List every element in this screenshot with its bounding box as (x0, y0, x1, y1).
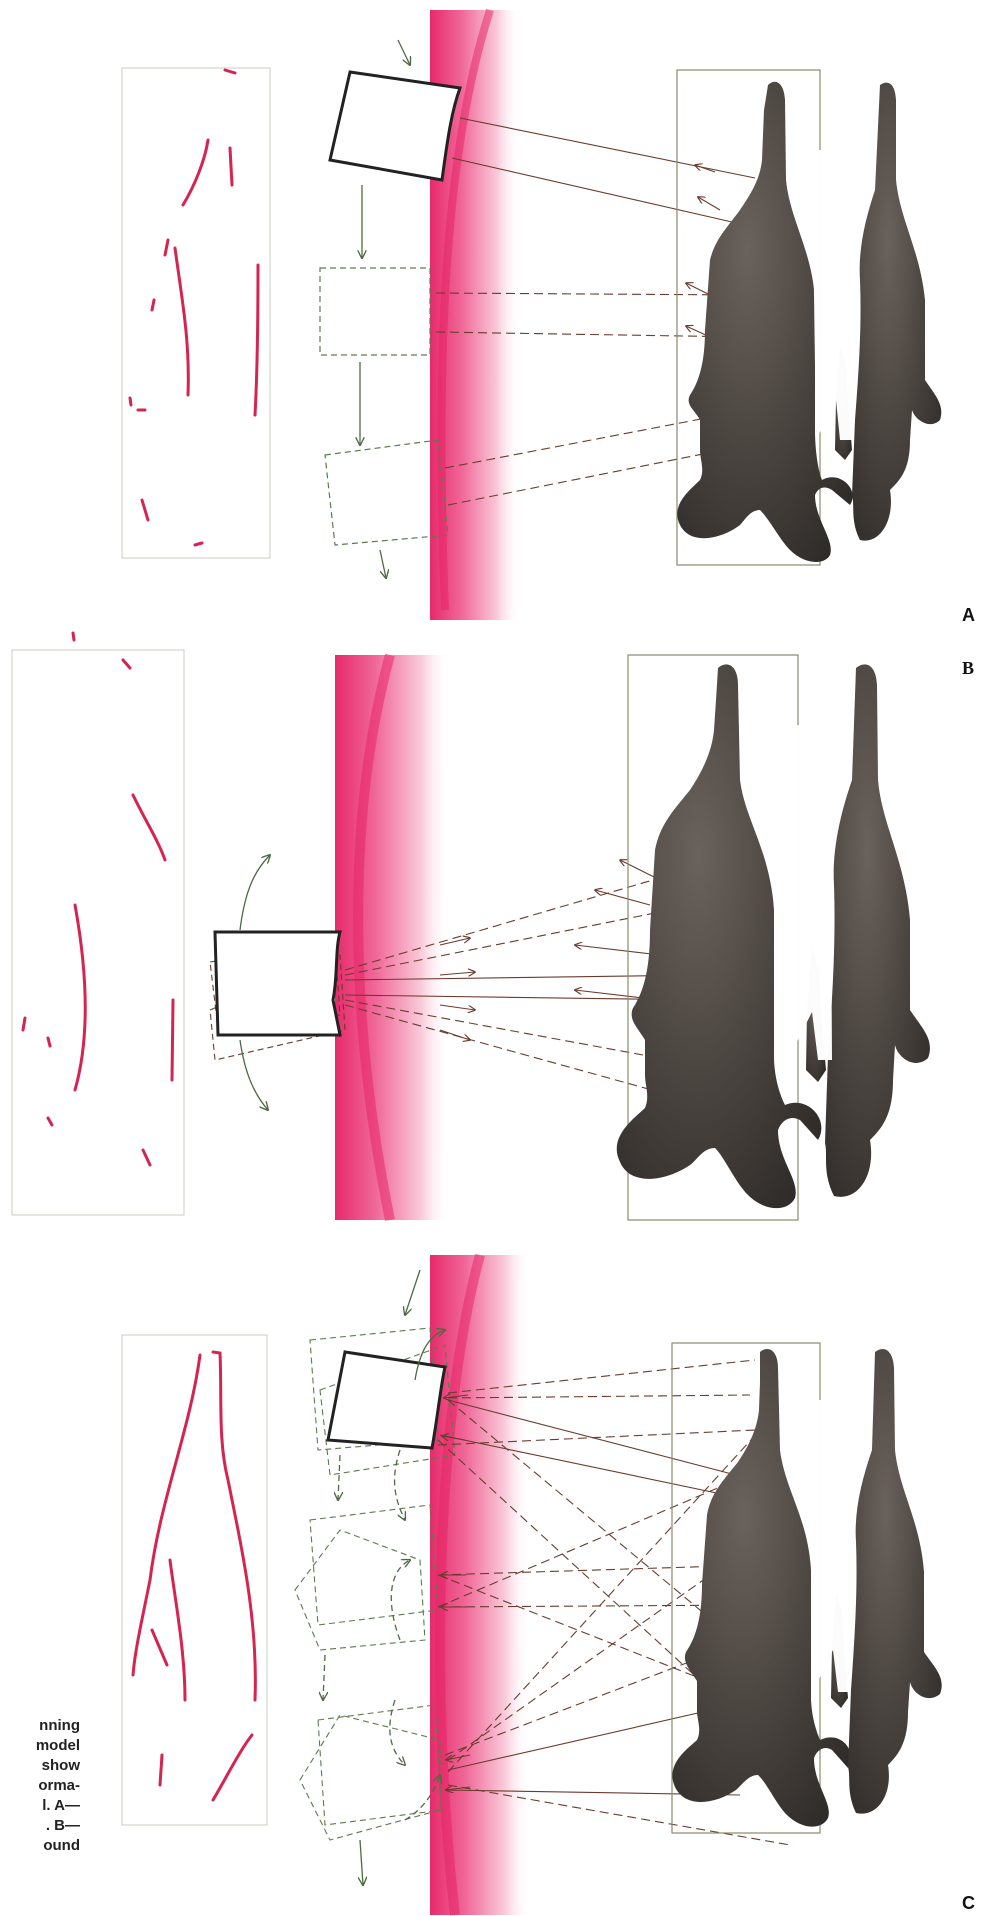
caption-line: orma- (0, 1776, 80, 1796)
body-model (672, 1349, 941, 1827)
skin-surface (335, 655, 450, 1220)
echo-display-frame (122, 68, 270, 558)
echo-display-frame (122, 1335, 267, 1825)
echo-traces (130, 70, 258, 545)
transducer (328, 1352, 445, 1448)
panel-c (122, 1255, 942, 1915)
caption-line: . B— (0, 1816, 80, 1836)
caption-line: l. A— (0, 1796, 80, 1816)
echo-traces (133, 1352, 255, 1800)
echo-display-frame (12, 650, 184, 1215)
figure-caption-fragment: nning model show orma- l. A— . B— ound (0, 1716, 80, 1856)
caption-line: model (0, 1736, 80, 1756)
panel-label-c: C (962, 1893, 975, 1914)
body-model (617, 664, 930, 1208)
echo-traces (23, 633, 173, 1165)
transducer (330, 72, 460, 180)
panel-b (12, 633, 930, 1220)
panel-label-a: A (962, 605, 975, 626)
transducer (215, 932, 340, 1035)
panel-label-b: B (962, 658, 974, 679)
caption-line: nning (0, 1716, 80, 1736)
body-model (677, 82, 941, 562)
caption-line: show (0, 1756, 80, 1776)
body-gap-overlay (812, 150, 852, 440)
panel-a (122, 10, 941, 620)
caption-line: ound (0, 1836, 80, 1856)
